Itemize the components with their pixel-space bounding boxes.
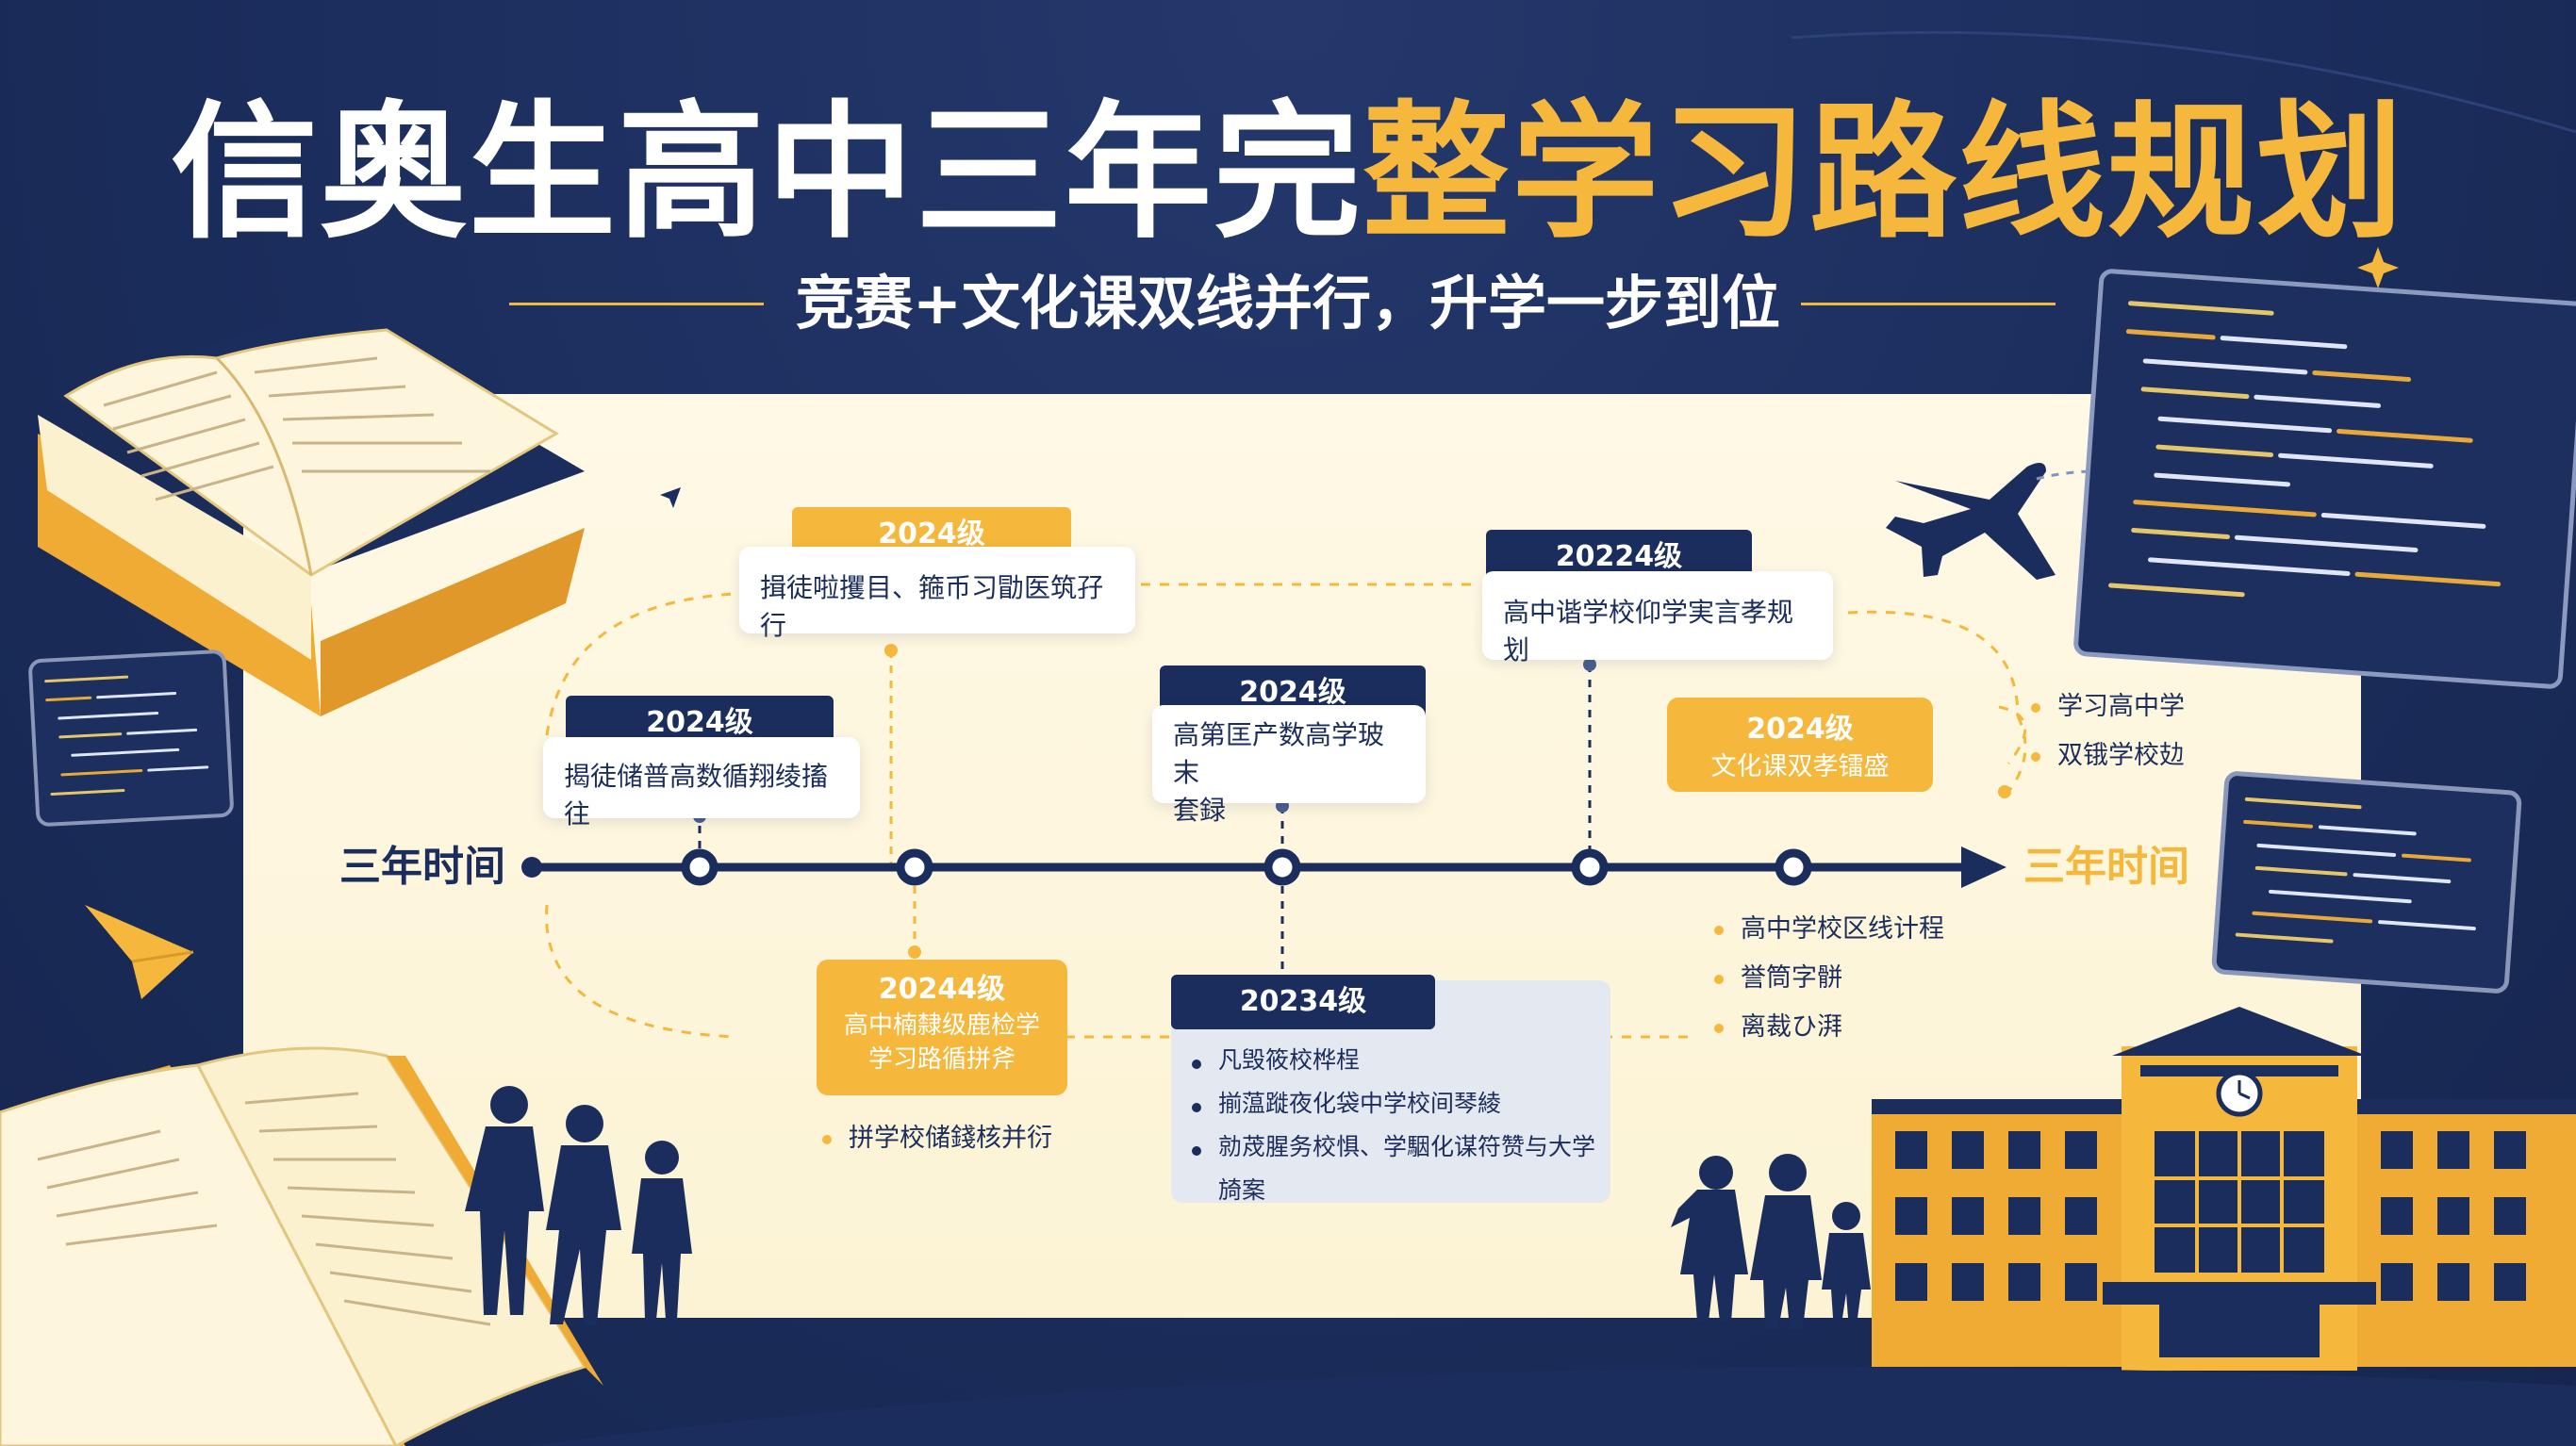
subtitle-row: 竞赛+文化课双线并行，升学一步到位 — [0, 266, 2576, 341]
subtitle-rule-left — [509, 303, 764, 305]
node-5-tag: 2024级 — [1746, 713, 1854, 746]
code-lines-decor — [44, 675, 209, 796]
node-6-text-line-1: 高中楠隸级鹿检学 — [843, 1011, 1040, 1040]
node-7-bullet-continuation: 旑案 — [1218, 1176, 1266, 1204]
code-window-top-right — [2072, 268, 2576, 690]
timeline-arrow-icon — [1961, 846, 2006, 888]
page-subtitle: 竞赛+文化课双线并行，升学一步到位 — [796, 269, 1780, 337]
school-building-icon — [1872, 1007, 2576, 1371]
paper-plane-icon — [85, 905, 193, 999]
node-4-text: 高中谐学校仰学実言孝规划 — [1503, 597, 1794, 665]
airplane-icon — [1886, 463, 2056, 580]
node-1-card: 揭徒储普高数循翔绫搐往 — [543, 737, 860, 830]
page-title: 信奥生高中三年完整学习路线规划 — [0, 83, 2576, 262]
open-book-bottom-icon — [0, 1046, 603, 1446]
node-6-bullet-item: 拼学校储錢核并衍 — [822, 1114, 1052, 1163]
timeline-end-label: 三年时间 — [2023, 843, 2189, 891]
node-6-card: 20244级 高中楠隸级鹿检学 学习路循拼斧 — [817, 960, 1067, 1095]
sparkle-icon — [2357, 247, 2399, 288]
title-white-part: 信奥生高中三年完 — [171, 87, 1362, 258]
right-bottom-list: 高中学校区线计程 誉筒字骿 离裁ひ湃 — [1714, 905, 1944, 1052]
open-book-top-icon — [38, 311, 585, 716]
node-7-tag: 20234级 — [1171, 975, 1435, 1029]
right-bottom-list-item: 离裁ひ湃 — [1714, 1003, 1944, 1052]
node-7-bullet-item: 揃蕰蹝夜化袋中学校间琴綾 — [1192, 1082, 1590, 1126]
node-3-text-line-1: 高第匡产数高学玻末 — [1173, 719, 1385, 788]
timeline-start-label: 三年时间 — [339, 843, 505, 891]
right-bottom-list-item: 高中学校区线计程 — [1714, 905, 1944, 954]
paper-plane-small-icon — [660, 487, 681, 508]
title-gold-part: 整学习路线规划 — [1362, 87, 2405, 258]
students-silhouette-right — [1671, 1154, 1871, 1329]
code-window-right — [2210, 770, 2523, 994]
node-2-text: 揖徒啦攫目、箍币习勖医筑孖行 — [760, 572, 1104, 641]
node-3-text-line-2: 套録 — [1173, 795, 1227, 826]
code-lines-decor — [2235, 797, 2476, 944]
code-lines-decor — [2108, 301, 2502, 598]
node-7-bullet-item: 勍荗腥务校惧、学駰化谋符赞与大学 — [1192, 1126, 1595, 1169]
code-window-left — [27, 649, 235, 828]
subtitle-rule-right — [1801, 303, 2056, 305]
right-top-list-item: 双锇学校攰 — [2031, 731, 2185, 781]
node-6-tag: 20244级 — [878, 973, 1006, 1006]
node-6-bullets: 拼学校储錢核并衍 — [822, 1114, 1052, 1163]
node-5-card: 2024级 文化课双孝镭盛 — [1667, 698, 1933, 792]
node-7-bullet-item: 凡毁筱校桦桯 — [1192, 1039, 1590, 1082]
node-4-card: 高中谐学校仰学実言孝规划 — [1482, 571, 1833, 665]
node-3-card: 高第匡产数高学玻末 套録 — [1152, 705, 1426, 826]
right-bottom-list-item: 誉筒字骿 — [1714, 954, 1944, 1003]
node-6-text-line-2: 学习路循拼斧 — [867, 1045, 1016, 1074]
right-top-list-item: 学习高中学 — [2031, 682, 2185, 731]
node-5-text: 文化课双孝镭盛 — [1710, 752, 1890, 781]
right-top-list: 学习高中学 双锇学校攰 — [2031, 682, 2185, 781]
node-1-text: 揭徒储普高数循翔绫搐往 — [564, 761, 829, 830]
students-silhouette-left — [465, 1086, 692, 1324]
node-2-card: 揖徒啦攫目、箍币习勖医筑孖行 — [739, 547, 1135, 641]
node-7-bullets: 凡毁筱校桦桯 揃蕰蹝夜化袋中学校间琴綾 勍荗腥务校惧、学駰化谋符赞与大学 旑案 — [1192, 1039, 1595, 1212]
